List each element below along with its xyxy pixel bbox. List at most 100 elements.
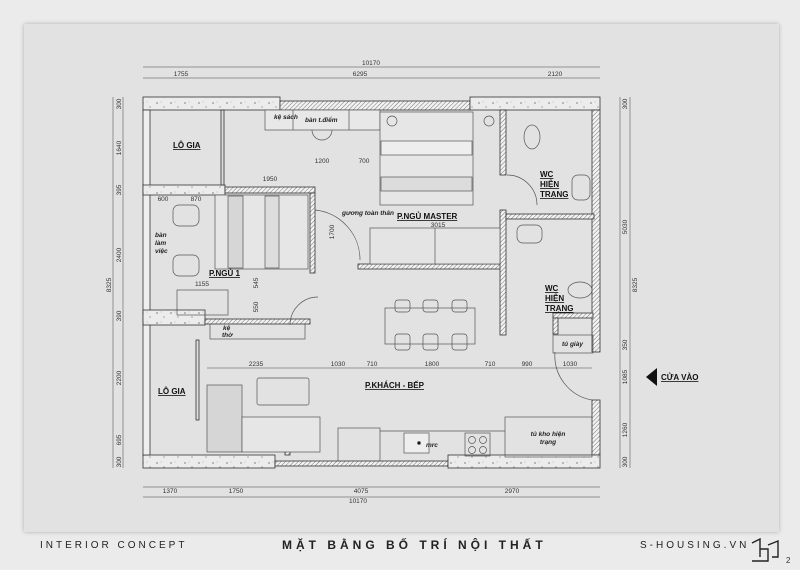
label-desk: việc [155,248,168,255]
door-swing [506,174,538,206]
dim-left: 300 [116,98,123,109]
page-number: 2 [786,556,791,565]
basin [516,224,543,244]
label-vanity: bàn t.điểm [305,116,338,124]
dim-bottom: 1370 [163,488,178,495]
label-storage: trạng [540,439,556,446]
label-shoe-cabinet: tủ giày [562,341,583,348]
wall [309,192,316,274]
room-label-wc-1: HIỆN [540,180,559,189]
entry-label: CỬA VÀO [661,373,698,382]
window-door [220,109,225,186]
dim-top-total: 10170 [362,60,380,67]
room-label-wc-2: TRẠNG [545,304,573,313]
door-swing [554,351,593,401]
lamp-icon [386,115,398,127]
room-label-wc-1: TRẠNG [540,190,568,199]
dim-left-total: 8325 [106,277,113,292]
wall-concrete [447,454,601,469]
wall-concrete [142,454,276,469]
wall [279,100,471,111]
dim-left: 1640 [116,140,123,155]
dim-inner: 1200 [315,158,330,165]
dim-right: 5030 [622,219,629,234]
window-door [195,339,200,421]
dim-inner: 3015 [431,222,446,229]
dim-bottom: 2970 [505,488,520,495]
walls [142,96,601,469]
wall [591,109,601,353]
dim-inner: 545 [253,277,260,288]
fridge [337,427,381,462]
door-swing [314,209,361,261]
dim-right: 300 [622,98,629,109]
lamp-icon [483,115,495,127]
sink [403,432,430,454]
wall [552,317,559,335]
wall [204,318,311,325]
wall-concrete [142,96,281,111]
dim-interior: 2235 [249,361,264,368]
dim-left: 695 [116,434,123,445]
dim-right: 350 [622,339,629,350]
basin [571,174,591,201]
footer-left-text: INTERIOR CONCEPT [40,540,188,551]
storage-cabinet [504,416,593,458]
dim-left: 2400 [116,247,123,262]
dim-right: 1085 [622,369,629,384]
room-label-living-kitchen: P.KHÁCH - BẾP [365,380,425,390]
label-desk: bàn [155,232,167,239]
wall [552,312,594,319]
dimension-lines [112,66,631,498]
door-swing [289,296,319,326]
room-label-wc-1: WC [540,170,554,179]
toilet [523,124,541,150]
dim-right: 1260 [622,422,629,437]
stool [311,129,333,141]
dim-inner: 1155 [195,281,209,288]
wall [591,399,601,456]
dim-left: 395 [116,184,123,195]
label-altar: thờ [222,332,233,339]
brand-logo-icon [751,537,779,562]
dim-inner: 1700 [329,224,336,239]
room-label-wc-2: HIỆN [545,294,564,303]
dim-inner: 1950 [263,176,278,183]
chair [172,254,200,277]
dim-interior: 990 [522,361,533,368]
wall [499,109,507,176]
label-desk: làm [155,240,166,247]
dim-inner: 550 [253,301,260,312]
stove [464,432,491,457]
footer-title: MẶT BẰNG BỐ TRÍ NỘI THẤT [282,538,547,552]
dim-interior: 710 [367,361,378,368]
dim-right-total: 8325 [632,277,639,292]
entry-arrow-icon [646,368,657,386]
sofa [241,416,321,453]
wall [224,186,316,194]
dim-inner: 600 [158,196,169,203]
dim-interior: 710 [485,361,496,368]
dim-bottom-total: 10170 [349,498,367,505]
dim-inner: 870 [191,196,202,203]
room-label-wc-2: WC [545,284,559,293]
label-bookshelf: kệ sách [274,114,298,121]
dim-bottom: 1750 [229,488,244,495]
room-label-logia-top: LÔ GIA [173,141,201,150]
label-altar: kệ [223,325,231,332]
dim-left: 390 [116,310,123,321]
wall-concrete [469,96,601,111]
dim-interior: 1030 [563,361,578,368]
wall-concrete [142,184,226,196]
dim-left: 2200 [116,370,123,385]
room-label-bedroom-1: P.NGỦ 1 [209,269,241,278]
dim-top: 1755 [174,71,189,78]
dim-interior: 1800 [425,361,440,368]
dim-left: 300 [116,456,123,467]
footer-brand: S-HOUSING.VN [640,540,750,551]
shoe-cabinet [552,334,594,354]
altar-shelf [209,323,306,340]
dim-interior: 1030 [331,361,346,368]
dim-top: 2120 [548,71,563,78]
room-label-master: P.NGỦ MASTER [397,212,458,221]
